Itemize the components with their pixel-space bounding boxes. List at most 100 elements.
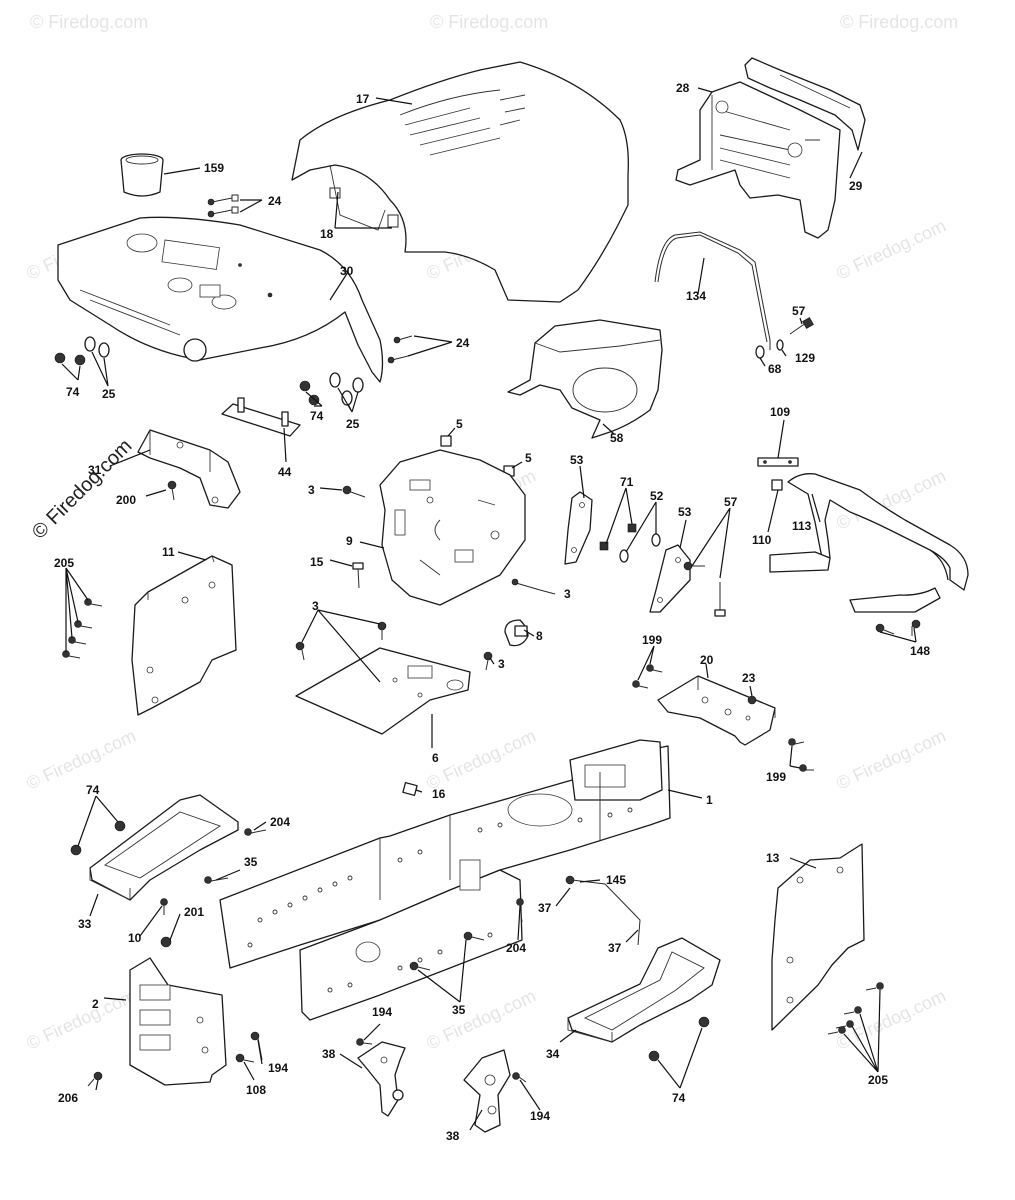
part-label-25: 25 [346, 417, 360, 431]
part-label-10: 10 [128, 931, 142, 945]
screws-part-24-top [207, 194, 239, 218]
part-label-53: 53 [570, 453, 584, 467]
screws-part-24-mid [387, 335, 413, 364]
part-label-108: 108 [246, 1083, 266, 1097]
bracket-part-53-right [649, 544, 691, 613]
bracket-part-44 [221, 397, 301, 437]
part-label-74: 74 [86, 783, 100, 797]
plate-part-20 [657, 675, 776, 746]
part-label-199: 199 [642, 633, 662, 647]
watermark-text: © Firedog.com [833, 215, 949, 283]
leader-lines [61, 87, 917, 1131]
hardware-57-129-68 [755, 317, 814, 359]
hood-part-17 [291, 61, 629, 303]
part-label-52: 52 [650, 489, 664, 503]
bracket-part-38-right [463, 1049, 511, 1133]
part-label-18: 18 [320, 227, 334, 241]
rod-part-145 [565, 875, 641, 946]
watermark-text: © Firedog.com [833, 725, 949, 793]
screws-part-205-right [827, 982, 884, 1035]
part-label-57: 57 [724, 495, 738, 509]
bolt-part-200 [167, 480, 177, 501]
part-label-25: 25 [102, 387, 116, 401]
part-label-16: 16 [432, 787, 446, 801]
part-labels: 17 28 29 159 24 18 30 134 57 129 68 24 7… [54, 81, 930, 1143]
part-label-201: 201 [184, 905, 204, 919]
part-label-20: 20 [700, 653, 714, 667]
part-label-9: 9 [346, 534, 353, 548]
bumper-part-113 [769, 473, 969, 613]
bracket-part-38-left [357, 1041, 406, 1117]
part-label-57: 57 [792, 304, 806, 318]
watermark-text: © Firedog.com [423, 725, 539, 793]
part-label-6: 6 [432, 751, 439, 765]
bolts-part-148 [875, 619, 921, 636]
dash-panel-part-30 [57, 216, 384, 383]
part-label-204: 204 [270, 815, 290, 829]
part-label-148: 148 [910, 644, 930, 658]
part-label-194: 194 [268, 1061, 288, 1075]
part-label-134: 134 [686, 289, 706, 303]
nut-part-23 [747, 695, 757, 705]
clip-part-8 [504, 619, 529, 647]
bolt-part-206 [87, 1071, 103, 1087]
part-label-23: 23 [742, 671, 756, 685]
part-label-205: 205 [54, 556, 74, 570]
watermark-text: © Firedog.com [423, 985, 539, 1053]
side-panel-part-13 [771, 843, 865, 1031]
hardware-71-52 [599, 523, 661, 563]
part-label-68: 68 [768, 362, 782, 376]
part-label-159: 159 [204, 161, 224, 175]
bolts-part-35-b [409, 931, 485, 971]
bolt-part-204-left [244, 828, 267, 836]
part-label-11: 11 [162, 545, 175, 559]
part-label-35: 35 [244, 855, 258, 869]
part-label-31: 31 [88, 463, 102, 477]
nuts-washers-left [54, 336, 110, 366]
rod-part-134 [654, 231, 771, 350]
panel-part-2 [129, 957, 227, 1086]
part-label-53: 53 [678, 505, 692, 519]
cup-part-159 [120, 153, 164, 197]
part-label-44: 44 [278, 465, 292, 479]
bolt-part-35-a [204, 876, 229, 884]
part-label-34: 34 [546, 1047, 560, 1061]
part-label-74: 74 [66, 385, 80, 399]
part-label-5: 5 [525, 451, 532, 465]
nuts-part-74-left [70, 820, 126, 856]
part-label-2: 2 [92, 997, 99, 1011]
part-label-1: 1 [706, 793, 713, 807]
screws-part-205-left [62, 598, 103, 659]
part-label-71: 71 [620, 475, 634, 489]
part-label-3: 3 [564, 587, 571, 601]
bolts-part-199-top [632, 664, 663, 689]
part-label-194: 194 [372, 1005, 392, 1019]
watermark-text: © Firedog.com [840, 12, 958, 32]
part-label-13: 13 [766, 851, 780, 865]
part-label-3: 3 [308, 483, 315, 497]
footrest-part-33 [89, 794, 239, 901]
part-label-200: 200 [116, 493, 136, 507]
part-label-28: 28 [676, 81, 690, 95]
part-label-37: 37 [538, 901, 552, 915]
strap-part-109 [757, 457, 799, 467]
bolt-part-15 [352, 562, 364, 589]
part-label-194: 194 [530, 1109, 550, 1123]
part-label-24: 24 [268, 194, 282, 208]
grille-part-28 [675, 81, 841, 239]
watermark-text: © Firedog.com [430, 12, 548, 32]
part-label-33: 33 [78, 917, 92, 931]
screw-part-3-b [511, 578, 556, 595]
part-label-58: 58 [610, 431, 624, 445]
watermark-text: © Firedog.com [23, 985, 139, 1053]
part-label-17: 17 [356, 92, 370, 106]
part-label-35: 35 [452, 1003, 466, 1017]
watermark-text: © Firedog.com [30, 12, 148, 32]
part-label-38: 38 [446, 1129, 460, 1143]
part-label-3: 3 [498, 657, 505, 671]
screw-part-3-a [342, 485, 366, 498]
part-label-24: 24 [456, 336, 470, 350]
part-label-74: 74 [310, 409, 324, 423]
part-label-205: 205 [868, 1073, 888, 1087]
